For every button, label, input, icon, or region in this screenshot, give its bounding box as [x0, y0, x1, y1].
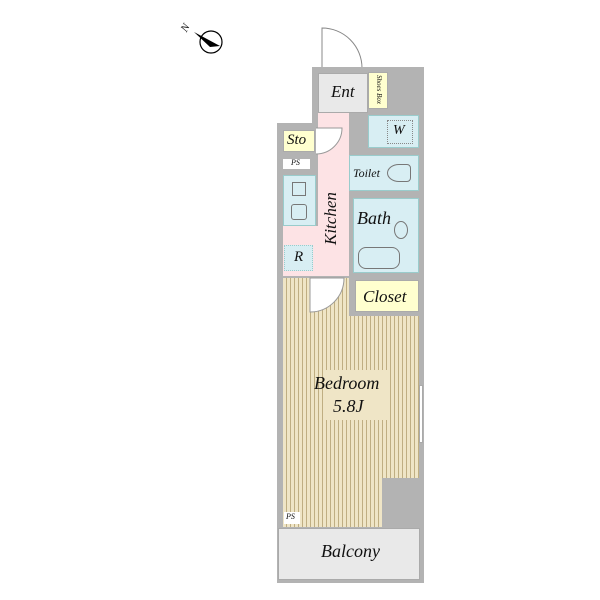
room-bath: Bath [353, 198, 419, 273]
shoe-box-label: Shoes Box [375, 75, 383, 104]
ps-bottom: PS [284, 512, 300, 524]
balcony: Balcony [278, 528, 420, 580]
stove-icon [292, 182, 306, 196]
toilet-label: Toilet [353, 166, 380, 180]
compass: N [179, 20, 230, 60]
bedroom-size: 5.8J [333, 396, 364, 416]
ps-top: PS [283, 158, 310, 169]
kitchen-counter [283, 175, 316, 226]
balcony-label: Balcony [321, 541, 380, 561]
toilet-icon [387, 164, 411, 182]
ps-bottom-label: PS [286, 512, 295, 521]
room-toilet: Toilet [349, 155, 419, 191]
entrance-door-icon [321, 27, 363, 69]
closet-label: Closet [363, 287, 407, 306]
bedroom-door-icon [309, 277, 345, 313]
washbasin-icon [394, 221, 408, 239]
washer-label: W [393, 123, 405, 138]
ps-top-label: PS [291, 158, 300, 167]
bedroom-label: Bedroom [314, 373, 380, 393]
window-east [419, 385, 423, 443]
washer-outline [387, 120, 413, 144]
storage-door-icon [315, 127, 343, 155]
entrance-label: Ent [331, 82, 355, 101]
bath-label: Bath [357, 208, 391, 228]
bathtub-icon [358, 247, 400, 269]
room-entrance: Ent [318, 73, 368, 113]
refrigerator: R [284, 245, 313, 271]
shoe-box: Shoes Box [368, 72, 388, 109]
refrigerator-label: R [294, 249, 304, 265]
storage-label: Sto [287, 132, 307, 148]
bedroom-label-box [323, 370, 389, 420]
sink-icon [291, 204, 307, 220]
room-closet: Closet [355, 280, 419, 312]
washer-space: W [368, 115, 419, 148]
compass-arrow-icon [194, 30, 223, 54]
kitchen-label: Kitchen [321, 192, 340, 245]
room-storage: Sto [283, 130, 315, 152]
wall-cutout [382, 478, 420, 528]
